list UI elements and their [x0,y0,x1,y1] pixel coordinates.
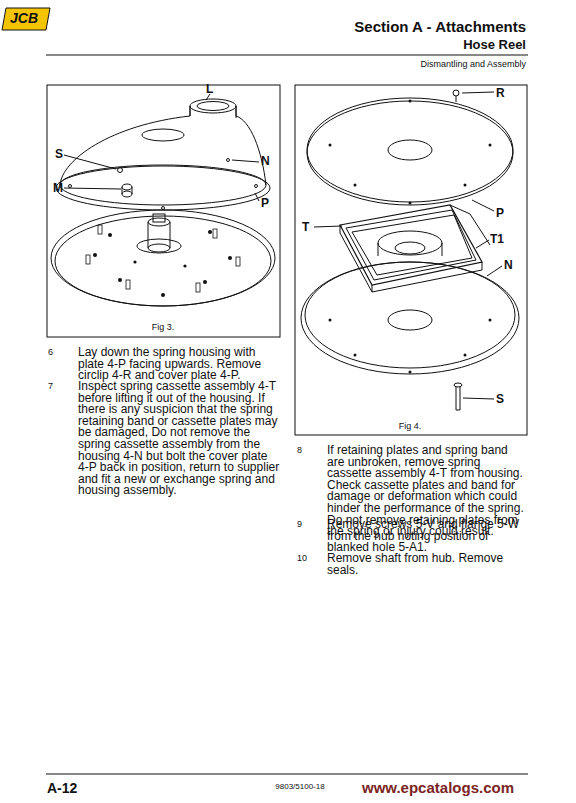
callout-letter: T1 [490,232,504,246]
sub-heading: Dismantling and Assembly [420,59,526,69]
logo-text: JCB [10,10,38,26]
step-text: Inspect spring cassette assembly 4-T bef… [78,381,281,497]
figure-caption: Fig 4. [399,421,422,431]
step-text: Lay down the spring housing with plate 4… [78,347,281,382]
callout-letter: M [53,181,63,195]
callout-letter: P [496,206,504,220]
step-number: 6 [48,347,53,357]
callout-letter: T [302,220,309,234]
step-text: Remove shaft from hub. Remove seals. [327,553,527,576]
callout-letter: N [504,258,513,272]
step-number: 9 [297,519,302,529]
document-code: 9803/5100-18 [275,782,324,791]
callout-letter: S [496,392,504,406]
section-title: Section A - Attachments [354,18,526,35]
sub-title: Hose Reel [463,37,526,52]
callout-letter: P [261,196,269,210]
callout-letter: N [261,154,270,168]
watermark: www.epcatalogs.com [362,779,514,796]
callout-letter: S [55,147,63,161]
step-number: 10 [297,553,307,563]
callout-letter: R [496,86,505,100]
step-number: 8 [297,445,302,455]
step-text: Remove screws 5-V and flange 5-W from th… [327,519,527,554]
callout-letter: L [206,82,213,96]
step-number: 7 [48,381,53,391]
figure-caption: Fig 3. [152,322,175,332]
page-number: A-12 [47,780,77,796]
